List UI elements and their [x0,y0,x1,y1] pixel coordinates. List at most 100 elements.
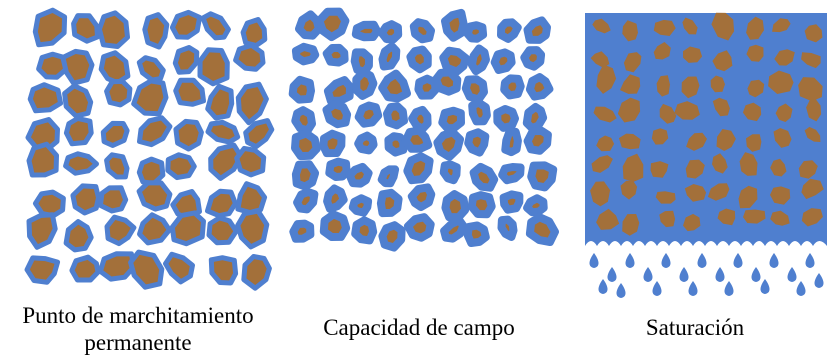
soil-particle [345,162,373,188]
soil-particle [622,153,644,182]
water-drop-icon [814,273,824,288]
soil-particle [323,76,355,105]
soil-particle [63,151,99,176]
soil-particle [522,103,548,133]
soil-particle [62,83,94,119]
soil-particle [464,128,490,157]
soil-particle [319,210,351,241]
soil-particle [26,212,58,250]
soil-particle [378,42,401,71]
soil-particle [804,24,823,43]
soil-particle [712,153,728,174]
caption-field-capacity: Capacidad de campo [282,314,556,341]
water-drop-icon [760,279,770,294]
soil-particle [768,70,794,94]
soil-particle [801,178,824,200]
water-drop-icon [607,267,617,282]
soil-particle [712,50,733,72]
soil-particle [131,78,169,117]
soil-particle [404,213,435,242]
soil-particle [681,76,700,99]
soil-particle [712,97,730,117]
soil-particle [354,131,378,155]
caption-saturation-line-1: Saturación [645,315,745,340]
soil-particle [205,188,238,219]
soil-particle [806,99,822,122]
soil-particle [173,118,204,152]
soil-particle [469,162,499,192]
soil-particle [433,128,464,161]
soil-particle [592,18,611,34]
soil-particle [409,18,435,44]
soil-particle [746,44,764,62]
soil-particle [291,106,316,135]
soil-particle [241,254,272,291]
water-drop-icon [733,253,743,268]
soil-particle [685,159,705,179]
caption-wilting-point: Punto de marchitamiento permanente [0,302,276,356]
water-drop-icon [769,253,779,268]
soil-particle [801,52,821,69]
caption-wilting-point-line-2: permanente [84,330,192,355]
soil-particle [208,255,239,286]
soil-particle [128,249,165,290]
soil-particle [770,186,791,205]
soil-particle [651,128,669,145]
soil-particle [593,106,617,123]
soil-particle [348,194,373,217]
soil-particle [499,190,524,214]
soil-particle [233,42,266,72]
soil-particle [376,188,403,218]
soil-particle [172,45,200,75]
soil-particle [682,17,698,35]
water-drop-icon [805,253,815,268]
soil-particle [467,191,496,219]
soil-particle [497,215,518,241]
soil-particle [351,216,378,245]
soil-particle [408,105,432,133]
soil-particle [707,183,730,201]
water-drop-icon [688,281,698,296]
soil-particle [618,133,641,150]
soil-particle [136,156,166,187]
soil-particle [240,17,268,48]
water-drop-icon [724,281,734,296]
soil-particle [383,102,408,130]
soil-particle [169,210,206,247]
soil-particle [523,194,548,217]
soil-particle [352,68,378,100]
water-drop-icon [697,253,707,268]
soil-particle [319,129,346,158]
soil-particle [622,214,640,236]
soil-particle [710,75,725,93]
water-drop-icon [643,267,653,282]
soil-particle [804,126,821,142]
soil-particle [770,158,787,177]
soil-particle [523,126,552,155]
water-drop-icon [715,267,725,282]
soil-particle [742,102,762,122]
water-drop-icon [625,253,635,268]
soil-particle [716,129,736,151]
soil-particle [322,43,349,67]
soil-particle [684,184,707,202]
soil-particle [683,213,701,232]
soil-particle [655,191,676,204]
soil-particle [500,74,525,100]
soil-particle [104,152,130,180]
soil-particle [439,46,470,76]
soil-particle [467,44,490,76]
water-drop-icon [616,283,626,298]
soil-particle [490,48,516,74]
soil-particle [743,209,766,224]
soil-particle [163,251,195,285]
soil-particle [739,152,758,176]
soil-particle [136,55,166,83]
soil-particle [71,13,100,44]
soil-particle [377,20,403,44]
soil-particle [659,210,676,228]
soil-particle [591,155,613,173]
soil-particle [173,77,206,107]
soil-particle [26,141,59,178]
